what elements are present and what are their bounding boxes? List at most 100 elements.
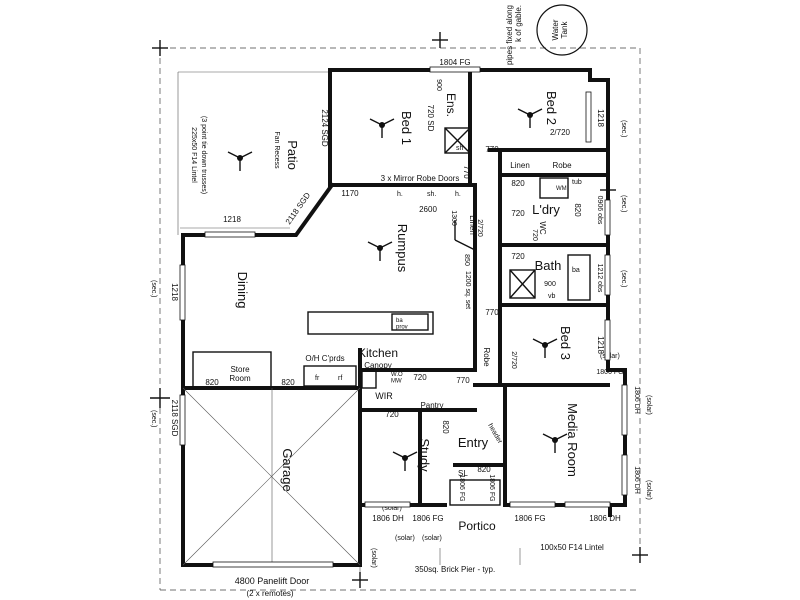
room-robe-bed3: Robe: [482, 347, 491, 367]
room-bath: Bath: [535, 258, 562, 273]
dim-door: 820: [477, 465, 491, 474]
dim-door: 720: [385, 410, 399, 419]
dim-top-fg: 1804 FG: [439, 58, 470, 67]
water-tank-label: WaterTank: [551, 19, 569, 40]
dim-door: 850: [463, 254, 470, 266]
dim-door: 820: [441, 420, 450, 434]
dim-dh: 1806 DH: [372, 514, 404, 523]
dim-bed3-door: 2/720: [510, 351, 517, 369]
dim-dh: 1806 DH: [633, 466, 640, 494]
room-labels: Bed 1 Ens. Bed 2 Linen Robe L'dry WC Lin…: [229, 91, 580, 533]
room-pantry: Pantry: [420, 401, 443, 410]
sec-label: (sec.): [620, 120, 627, 138]
dim-door: 720: [511, 209, 525, 218]
fridge-label: fr: [315, 375, 320, 382]
wm-label: WM: [556, 186, 567, 192]
dim-fg: 1806 FG: [596, 369, 623, 376]
room-portico: Portico: [458, 519, 496, 533]
dim-fg: 1806 FG: [514, 514, 545, 523]
dim-door: 770: [485, 308, 499, 317]
dim-dh: 1806 DH: [589, 514, 621, 523]
dim-bath-900: 900: [544, 281, 556, 288]
room-entry: Entry: [458, 435, 489, 450]
fixtures: [192, 127, 591, 506]
dim-door: 820: [511, 179, 525, 188]
gable-note: pipes fixed alongk of gable.: [505, 5, 523, 65]
room-patio: Patio: [285, 140, 300, 170]
mirror-robe-label: 3 x Mirror Robe Doors: [381, 174, 460, 183]
dim-dining: 1218: [170, 283, 179, 301]
sec-label: (sec.): [150, 280, 157, 298]
fridge-label: rf: [338, 375, 342, 382]
dim-door: 820: [573, 203, 582, 217]
solar-label: (solar): [382, 505, 402, 512]
dim-door: 770: [485, 145, 499, 154]
dim-bed2-door: 2/720: [550, 128, 571, 137]
room-linen-mid: Linen: [468, 215, 477, 235]
solar-label: (solar): [370, 548, 377, 568]
dim-door: 770: [462, 165, 471, 179]
room-bed2: Bed 2: [544, 91, 559, 125]
fan-icon: [367, 241, 393, 261]
shower-label: sh: [456, 145, 464, 152]
fan-icon: [517, 108, 543, 128]
dim-wall: 2600: [419, 205, 437, 214]
fan-recess-label: Fan Recess: [273, 131, 280, 169]
water-tank: WaterTank: [536, 4, 588, 56]
dim-door: 820: [281, 378, 295, 387]
fan-icon: [532, 338, 558, 358]
room-dining: Dining: [235, 272, 250, 309]
dim-panelift: 4800 Panelift Door: [235, 576, 310, 586]
fan-icon: [369, 118, 395, 138]
room-study: Study: [417, 438, 432, 472]
fan-icon: [542, 433, 568, 453]
tie-down-label: (3 point tie down trusses): [200, 116, 207, 194]
solar-label: (solar): [645, 395, 652, 415]
room-bed3: Bed 3: [558, 326, 573, 360]
dim-window-obs: 0906 obs: [596, 196, 603, 225]
dim-bed2-win: 1218: [596, 109, 605, 127]
solar-label: (solar): [422, 535, 442, 542]
dim-door: 820: [205, 378, 219, 387]
tub-label: tub: [572, 179, 582, 186]
dim-ens-sd: 720 SD: [426, 105, 435, 132]
survey-marks: [150, 32, 648, 588]
fan-icon: [392, 451, 418, 471]
dim-linen-door: 2/720: [476, 219, 483, 237]
sec-label: (sec.): [150, 410, 157, 428]
dim-wall: 1170: [341, 189, 359, 198]
room-rumpus: Rumpus: [395, 224, 410, 273]
cupboards-label: O/H C'prds: [305, 354, 344, 363]
room-media: Media Room: [565, 403, 580, 477]
room-robe-top: Robe: [552, 161, 572, 170]
room-ens: Ens.: [444, 93, 458, 117]
sidelight-label: SL: [458, 469, 468, 478]
dim-fg: 1806 FG: [412, 514, 443, 523]
dim-bed3-win: 1218: [596, 336, 605, 354]
dim-ens-900: 900: [435, 79, 442, 91]
vanity-label: vb: [548, 293, 556, 300]
sec-label: (sec.): [620, 270, 627, 288]
room-wir: WIR: [375, 391, 393, 401]
dim-door: 720: [531, 229, 538, 241]
room-kitchen: Kitchen: [358, 346, 398, 360]
fan-icon: [227, 151, 253, 171]
hanging-label: sh.: [427, 191, 436, 198]
ceiling-fans: [227, 108, 568, 471]
dim-door: 720: [413, 373, 427, 382]
dim-dh: 1806 DH: [633, 386, 640, 414]
windows: [179, 66, 628, 568]
sec-label: (sec.): [620, 195, 627, 213]
header-label: header: [486, 423, 503, 446]
hanging-label: h.: [397, 191, 403, 198]
canopy-label: Canopy: [364, 361, 392, 370]
dim-window-obs: 1212 obs: [596, 264, 603, 293]
solar-label: (solar): [645, 480, 652, 500]
portico-lintel-label: 100x50 F14 Lintel: [540, 543, 604, 552]
solar-label: (solar): [395, 535, 415, 542]
brick-pier-label: 350sq. Brick Pier - typ.: [415, 565, 495, 574]
dim-door: 720: [511, 252, 525, 261]
